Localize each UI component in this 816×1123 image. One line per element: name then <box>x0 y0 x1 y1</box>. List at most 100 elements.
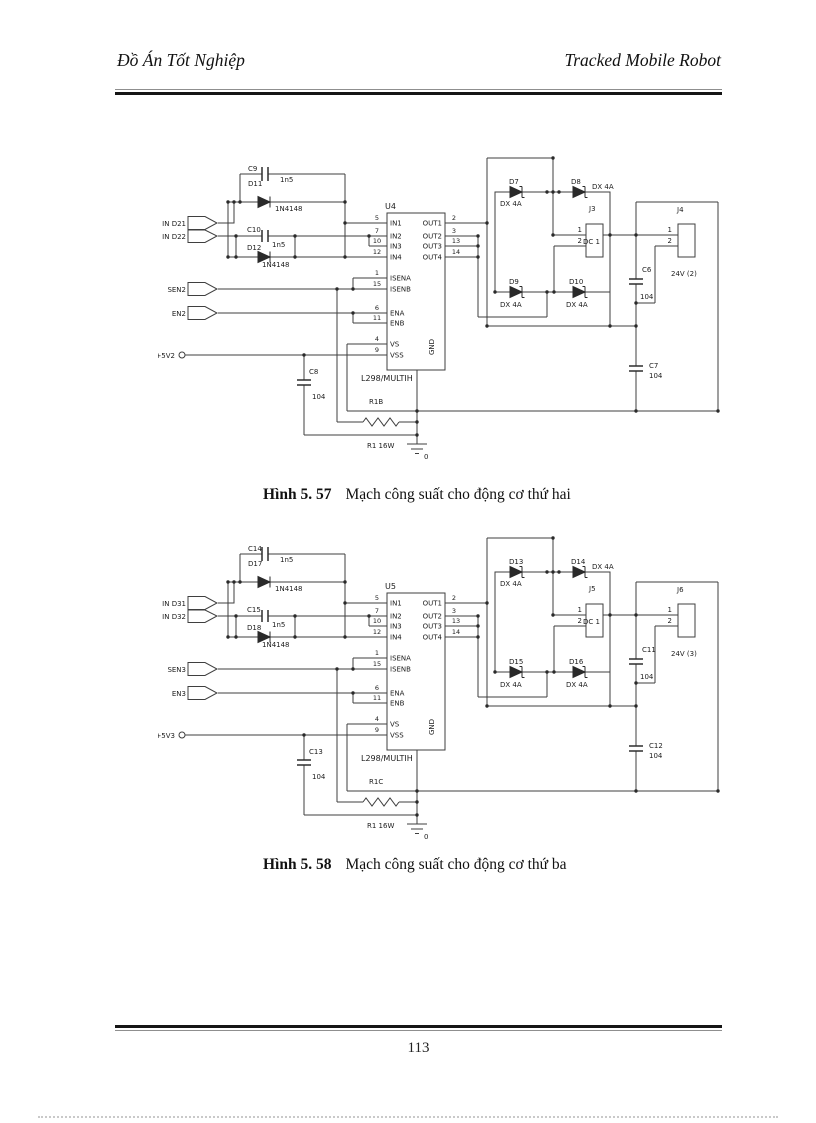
header-right: Tracked Mobile Robot <box>564 50 721 70</box>
svg-text:11: 11 <box>373 314 381 322</box>
svg-text:OUT1: OUT1 <box>423 220 442 228</box>
cap-left-ref: C8 <box>309 368 318 376</box>
caption-text: Mạch công suất cho động cơ thứ ba <box>345 856 567 873</box>
bridge-d3-ref: D15 <box>509 658 523 666</box>
power-connector-ref: J4 <box>676 206 684 214</box>
svg-text:12: 12 <box>373 628 381 636</box>
cap-right-top-ref: C11 <box>642 646 656 654</box>
motor-connector-label: DC 1 <box>583 618 600 626</box>
svg-text:ENB: ENB <box>390 320 405 328</box>
l298-power-schematic: IN D21 IN D22 SEN2 EN2 +5V2 C9 1n5 D11 1… <box>158 156 720 461</box>
sense-resistor-part: R1 16W <box>367 822 394 830</box>
svg-text:VS: VS <box>390 341 400 349</box>
svg-text:OUT1: OUT1 <box>423 600 442 608</box>
svg-text:OUT4: OUT4 <box>423 634 443 642</box>
bridge-d2-ref: D14 <box>571 558 586 566</box>
input-tag-arrows <box>187 596 219 700</box>
cap-right-top-ref: C6 <box>642 266 652 274</box>
svg-text:VSS: VSS <box>390 352 404 360</box>
svg-text:IN3: IN3 <box>390 243 402 251</box>
bridge-d4-ref: D10 <box>569 278 583 286</box>
l298-power-schematic: IN D31 IN D32 SEN3 EN3 +5V3 C14 1n5 D17 … <box>158 536 720 841</box>
svg-text:6: 6 <box>375 304 379 312</box>
svg-text:4: 4 <box>375 715 379 723</box>
chip-gnd-pin: GND <box>428 339 436 355</box>
cap-right-top-value: 104 <box>640 673 654 681</box>
figure-5-58-caption: Hình 5. 58 Mạch công suất cho động cơ thứ… <box>263 856 567 874</box>
bridge-d1-part: DX 4A <box>500 580 522 588</box>
input-b-label: IN D32 <box>162 613 186 621</box>
chip-part: L298/MULTIH <box>361 754 413 763</box>
svg-text:4: 4 <box>375 335 379 343</box>
motor-connector-label: DC 1 <box>583 238 600 246</box>
enable-input-label: EN3 <box>172 690 186 698</box>
svg-text:10: 10 <box>373 617 381 625</box>
page-number: 113 <box>407 1040 430 1056</box>
svg-text:2: 2 <box>452 594 456 602</box>
svg-text:VSS: VSS <box>390 732 404 740</box>
svg-text:10: 10 <box>373 237 381 245</box>
vcc-terminal-icon <box>178 731 186 739</box>
cap-b-value: 1n5 <box>272 621 285 629</box>
svg-text:9: 9 <box>375 346 379 354</box>
header-rule <box>115 89 722 95</box>
svg-text:1: 1 <box>578 226 582 234</box>
capacitor-plates <box>261 547 643 766</box>
schematic-labels: IN D21 IN D22 SEN2 EN2 +5V2 C9 1n5 D11 1… <box>158 165 697 461</box>
svg-text:13: 13 <box>452 617 460 625</box>
cap-a-value: 1n5 <box>280 176 293 184</box>
bridge-d2-ref: D8 <box>571 178 581 186</box>
svg-text:1: 1 <box>375 269 379 277</box>
cap-left-value: 104 <box>312 773 326 781</box>
svg-text:ISENB: ISENB <box>390 666 411 674</box>
svg-text:VS: VS <box>390 721 400 729</box>
diode-a-part: 1N4148 <box>275 205 303 213</box>
bridge-d4-part: DX 4A <box>566 681 588 689</box>
svg-text:6: 6 <box>375 684 379 692</box>
cap-right-bot-ref: C12 <box>649 742 663 750</box>
power-connector-label: 24V (3) <box>671 650 697 658</box>
schematic-wires <box>178 157 719 454</box>
figure-5-57-schematic: IN D21 IN D22 SEN2 EN2 +5V2 C9 1n5 D11 1… <box>158 148 728 483</box>
caption-number: Hình 5. 58 <box>263 856 332 873</box>
svg-text:ISENB: ISENB <box>390 286 411 294</box>
svg-text:OUT2: OUT2 <box>423 613 442 621</box>
diode-b-part: 1N4148 <box>262 261 290 269</box>
cap-right-bot-ref: C7 <box>649 362 658 370</box>
bridge-d3-ref: D9 <box>509 278 519 286</box>
sense-input-label: SEN3 <box>167 666 186 674</box>
chip-body <box>386 212 446 371</box>
svg-text:3: 3 <box>452 607 456 615</box>
diode-a-ref: D11 <box>248 180 262 188</box>
input-a-label: IN D21 <box>162 220 186 228</box>
svg-text:11: 11 <box>373 694 381 702</box>
header-left: Đồ Án Tốt Nghiệp <box>117 50 245 70</box>
svg-text:3: 3 <box>452 227 456 235</box>
power-connector-ref: J6 <box>676 586 684 594</box>
page-header: Đồ Án Tốt Nghiệp Tracked Mobile Robot <box>117 50 721 71</box>
bridge-d3-part: DX 4A <box>500 301 522 309</box>
svg-text:1: 1 <box>375 649 379 657</box>
motor-connector-body <box>585 603 604 638</box>
caption-number: Hình 5. 57 <box>263 486 332 503</box>
diodes <box>257 565 588 679</box>
svg-text:ISENA: ISENA <box>390 275 411 283</box>
sense-input-label: SEN2 <box>167 286 186 294</box>
svg-text:IN1: IN1 <box>390 220 402 228</box>
svg-text:2: 2 <box>668 237 672 245</box>
bridge-d1-ref: D13 <box>509 558 523 566</box>
bridge-d2-part: DX 4A <box>592 563 614 571</box>
bridge-d4-ref: D16 <box>569 658 584 666</box>
cap-a-ref: C9 <box>248 165 257 173</box>
input-a-label: IN D31 <box>162 600 186 608</box>
chip-gnd-pin: GND <box>428 719 436 735</box>
cap-left-value: 104 <box>312 393 326 401</box>
figure-5-58-schematic: IN D31 IN D32 SEN3 EN3 +5V3 C14 1n5 D17 … <box>158 528 728 863</box>
svg-text:ENA: ENA <box>390 690 405 698</box>
svg-text:9: 9 <box>375 726 379 734</box>
svg-text:2: 2 <box>578 617 582 625</box>
diode-b-ref: D12 <box>247 244 261 252</box>
cap-right-bot-value: 104 <box>649 372 663 380</box>
